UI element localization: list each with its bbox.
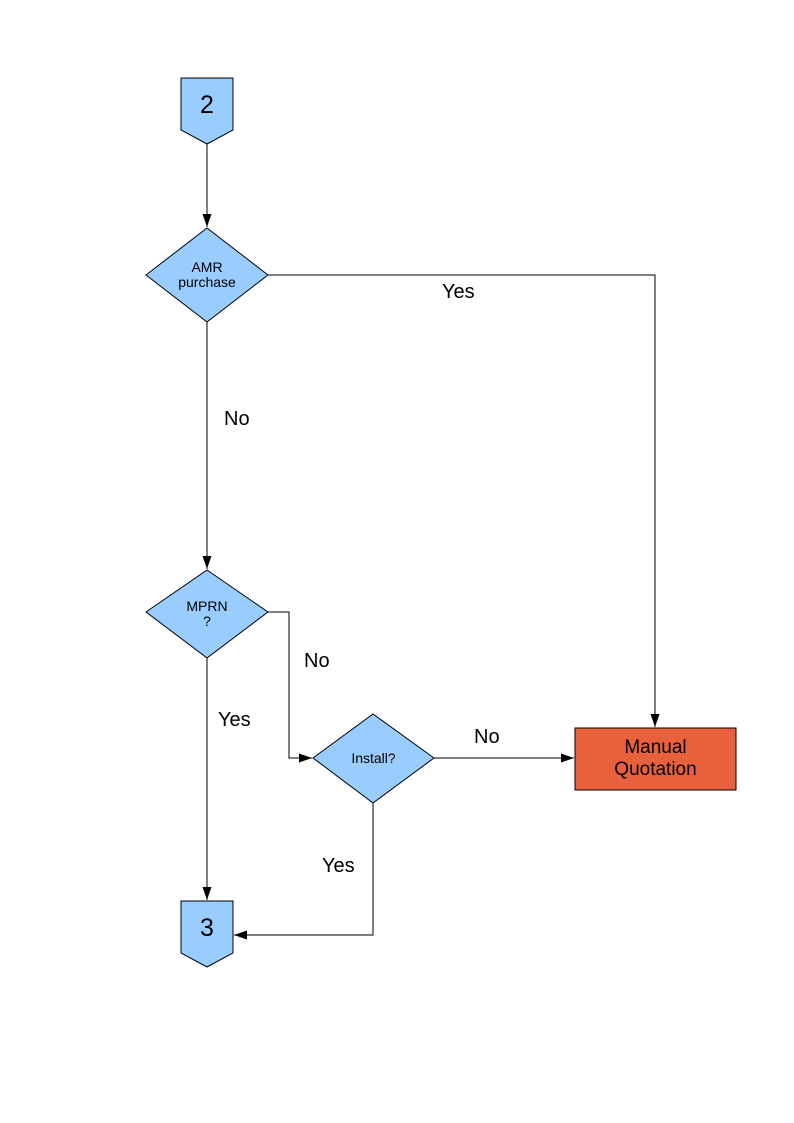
- node-manual-quotation-shape: [574, 727, 737, 791]
- edge-mprn-no-to-install: [268, 611, 312, 763]
- edge-install-yes-to-connector3: [234, 803, 374, 940]
- node-mprn-decision-shape: [145, 569, 269, 659]
- node-amr-purchase-decision-shape: [145, 227, 269, 323]
- edge-label-install-no: No: [474, 726, 500, 748]
- node-install-decision-shape: [312, 713, 435, 804]
- edge-label-amr-no: No: [224, 408, 250, 430]
- edge-label-install-yes: Yes: [322, 855, 355, 877]
- edge-label-mprn-no: No: [304, 650, 330, 672]
- edge-amr-yes-to-manual-quotation: [268, 274, 660, 727]
- node-connector-3-shape: [180, 900, 234, 968]
- edge-label-amr-yes: Yes: [442, 281, 475, 303]
- node-connector-2-shape: [180, 77, 234, 145]
- edge-label-mprn-yes: Yes: [218, 709, 251, 731]
